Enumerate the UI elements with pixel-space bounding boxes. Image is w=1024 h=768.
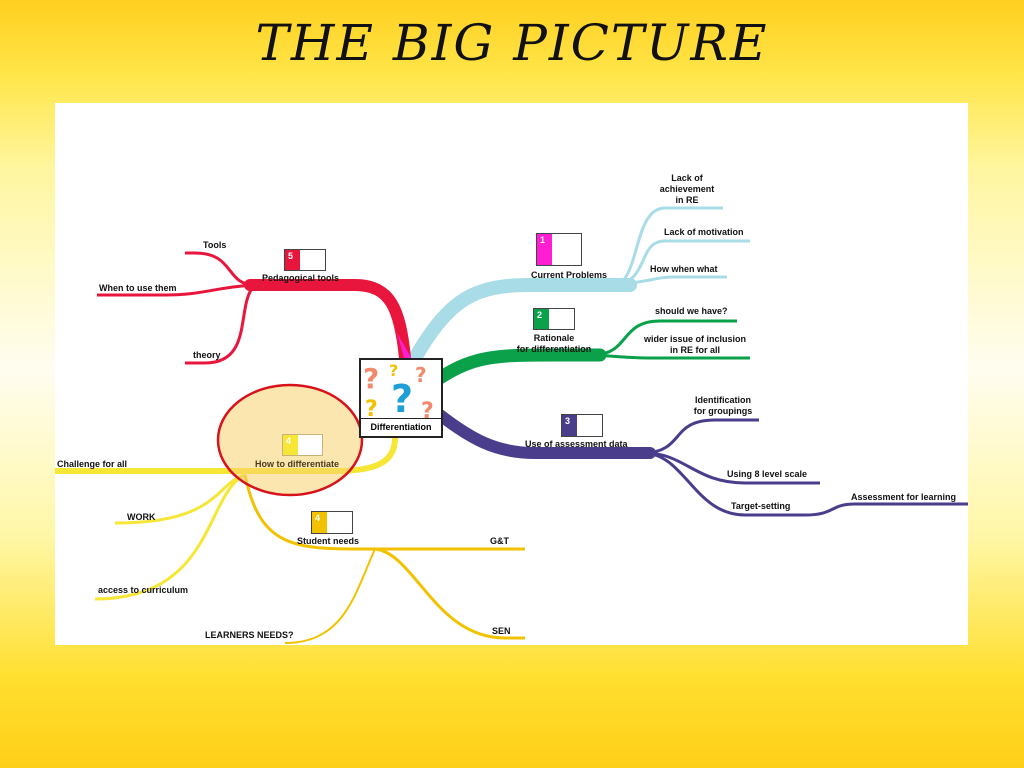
slide-title: THE BIG PICTURE <box>255 14 769 72</box>
branch-number: 3 <box>562 415 577 436</box>
branch-number-box-rationale[interactable]: 2 <box>533 308 575 330</box>
branch-number: 4 <box>283 435 298 455</box>
subnode-challenge-for-all[interactable]: Challenge for all <box>57 459 128 469</box>
subnode-using-8-level-scale[interactable]: Using 8 level scale <box>727 469 808 479</box>
subnode-target-setting[interactable]: Target-setting <box>731 501 791 511</box>
branch-number-box-problems[interactable]: 1 <box>536 233 582 266</box>
branch-title-problems[interactable]: Current Problems <box>531 270 608 280</box>
central-node[interactable]: ? ? ? ? ? ? Differentiation <box>359 358 443 438</box>
central-label: Differentiation <box>361 418 441 436</box>
subnode-learners-needs[interactable]: LEARNERS NEEDS? <box>205 630 294 640</box>
branch-title-student-needs[interactable]: Student needs <box>297 536 360 546</box>
subnode-assessment-for-learning[interactable]: Assessment for learning <box>851 492 957 502</box>
svg-text:?: ? <box>363 362 379 395</box>
branch-title-how-to[interactable]: How to differentiate <box>255 459 340 469</box>
branch-number-box-pedagogical[interactable]: 5 <box>284 249 326 271</box>
subnode-work[interactable]: WORK <box>127 512 156 522</box>
branch-number-box-assessment[interactable]: 3 <box>561 414 603 437</box>
connector-assessment <box>434 409 656 459</box>
svg-text:?: ? <box>415 363 427 387</box>
subnode-when-to-use-them[interactable]: When to use them <box>99 283 177 293</box>
question-marks-icon: ? ? ? ? ? ? <box>363 361 434 420</box>
branch-number: 5 <box>285 250 300 270</box>
branch-number: 1 <box>537 234 552 265</box>
subnode-how-when-what[interactable]: How when what <box>650 264 718 274</box>
connector-student-needs <box>243 474 525 551</box>
branch-number-box-student-needs[interactable]: 4 <box>311 511 353 534</box>
branch-title-assessment[interactable]: Use of assessment data <box>525 439 628 449</box>
svg-text:?: ? <box>421 399 434 420</box>
connector-rationale <box>433 348 607 385</box>
svg-text:?: ? <box>365 397 378 420</box>
branch-title-pedagogical[interactable]: Pedagogical tools <box>262 273 340 283</box>
subnode-wider-issue-inclusion[interactable]: wider issue of inclusion in RE for all <box>643 334 747 355</box>
svg-text:?: ? <box>391 377 413 420</box>
branch-number: 2 <box>534 309 549 329</box>
branch-number-box-how-to[interactable]: 4 <box>282 434 323 456</box>
mind-map-connectors <box>55 206 968 644</box>
connector-problems <box>408 278 637 365</box>
subnode-access-to-curriculum[interactable]: access to curriculum <box>98 585 189 595</box>
branch-title-rationale[interactable]: Rationale for differentiation <box>516 333 592 354</box>
mind-map-panel: ? ? ? ? ? ? Differentiation 1 Current Pr… <box>55 103 968 645</box>
subnode-lack-of-achievement[interactable]: Lack of achievement in RE <box>659 173 715 205</box>
connector-pedagogical <box>244 279 411 364</box>
branch-number: 4 <box>312 512 327 533</box>
subnode-theory[interactable]: theory <box>193 350 221 360</box>
subnode-tools[interactable]: Tools <box>203 240 227 250</box>
subnode-gt[interactable]: G&T <box>490 536 509 546</box>
subnode-lack-of-motivation[interactable]: Lack of motivation <box>664 227 744 237</box>
subnode-sen[interactable]: SEN <box>492 626 511 636</box>
subnode-should-we-have[interactable]: should we have? <box>655 306 728 316</box>
svg-text:?: ? <box>389 361 398 380</box>
subnode-identification-groupings[interactable]: Identification for groupings <box>693 395 753 416</box>
